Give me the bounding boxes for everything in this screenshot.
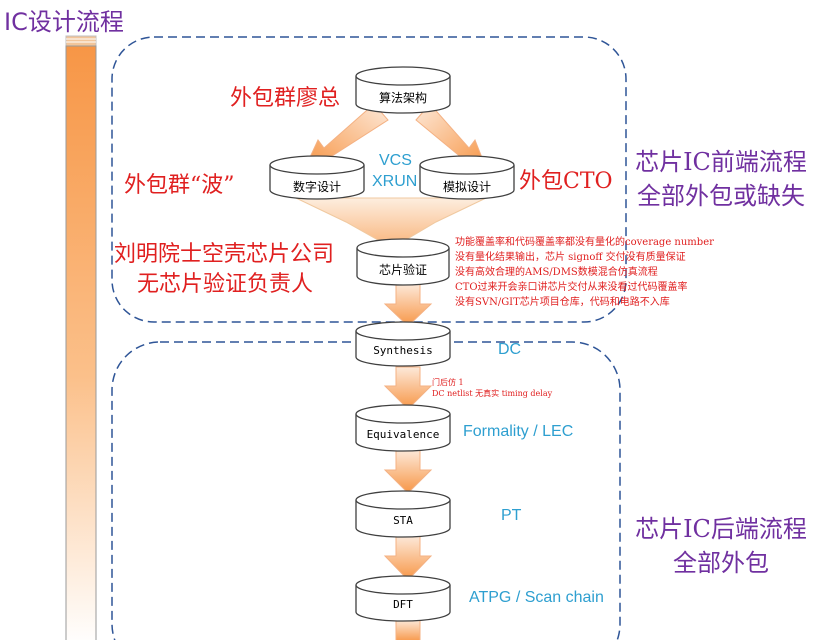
back-end-region xyxy=(111,341,621,640)
arrow-equivalence-to-sta xyxy=(383,449,433,494)
node-verify-label: 芯片验证 xyxy=(378,263,427,277)
arrow-verify-to-synthesis xyxy=(383,283,433,327)
node-equivalence-label: Equivalence xyxy=(366,428,440,441)
arrow-synthesis-to-equivalence xyxy=(383,366,433,410)
node-arch xyxy=(355,66,451,114)
node-synthesis-label: Synthesis xyxy=(373,344,433,357)
node-analog xyxy=(419,155,515,200)
verify-notes: 功能覆盖率和代码覆盖率都没有量化的coverage number 没有量化结果输… xyxy=(455,235,714,310)
verify-note: 没有高效合理的AMS/DMS数模混合仿真流程 xyxy=(455,267,658,278)
gate-note: 门后仿 1 xyxy=(432,378,464,387)
tool-dc: DC xyxy=(498,341,522,358)
tool-xrun: XRUN xyxy=(372,173,418,190)
verify-note: 功能覆盖率和代码覆盖率都没有量化的coverage number xyxy=(455,237,714,248)
verify-note: 没有量化结果输出，芯片 signoff 交付没有质量保证 xyxy=(455,252,686,263)
tool-atpg: ATPG / Scan chain xyxy=(469,589,604,606)
tool-formality: Formality / LEC xyxy=(463,423,574,440)
node-dft xyxy=(355,575,451,622)
front-end-label-line2: 全部外包或缺失 xyxy=(637,182,805,210)
node-sta-label: STA xyxy=(393,514,413,527)
back-end-label-line2: 全部外包 xyxy=(673,549,769,577)
annotation-outsource-cto: 外包CTO xyxy=(519,169,613,194)
timeline-bar xyxy=(65,35,97,640)
annotation-liu-line1: 刘明院士空壳芯片公司 xyxy=(114,242,335,267)
node-analog-label: 模拟设计 xyxy=(442,180,491,194)
front-end-label: 芯片IC前端流程 全部外包或缺失 xyxy=(626,145,816,213)
gate-note: DC netlist 无真实 timing delay xyxy=(432,389,553,398)
back-end-label: 芯片IC后端流程 全部外包 xyxy=(626,512,816,580)
node-digital-label: 数字设计 xyxy=(292,180,341,194)
annotation-outsource-liao: 外包群廖总 xyxy=(230,86,341,111)
node-sta xyxy=(355,490,451,538)
node-equivalence xyxy=(355,404,451,452)
annotation-outsource-bo: 外包群“波” xyxy=(124,173,235,198)
back-end-label-line1: 芯片IC后端流程 xyxy=(635,515,807,543)
page-title: IC设计流程 xyxy=(4,8,124,36)
gate-notes: 门后仿 1 DC netlist 无真实 timing delay xyxy=(432,377,552,399)
node-verify xyxy=(356,238,450,286)
node-arch-label: 算法架构 xyxy=(378,91,427,105)
front-end-label-line1: 芯片IC前端流程 xyxy=(635,148,807,176)
arrow-sta-to-dft xyxy=(383,535,433,581)
tool-pt: PT xyxy=(501,507,522,524)
tool-vcs: VCS xyxy=(379,152,412,169)
verify-note: 没有SVN/GIT芯片项目仓库，代码和电路不入库 xyxy=(455,297,670,308)
node-synthesis xyxy=(355,321,451,367)
verify-note: CTO过来开会亲口讲芯片交付从来没看过代码覆盖率 xyxy=(455,282,688,293)
annotation-liu-line2: 无芯片验证负责人 xyxy=(137,272,314,297)
arrow-dft-down xyxy=(395,619,421,640)
front-end-region xyxy=(111,36,627,323)
node-digital xyxy=(269,155,365,200)
node-dft-label: DFT xyxy=(393,598,413,611)
